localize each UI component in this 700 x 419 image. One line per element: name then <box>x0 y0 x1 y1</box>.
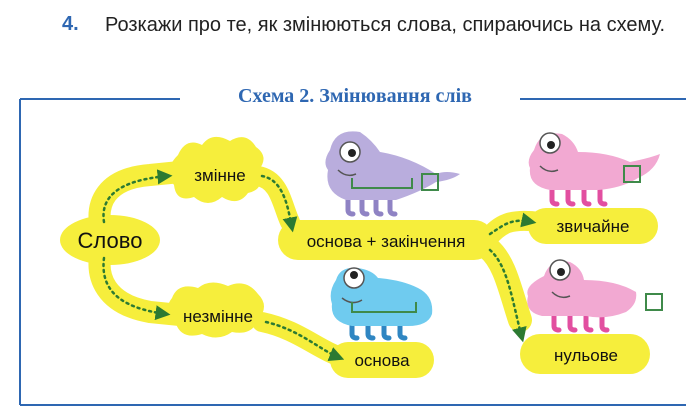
node-stem: основа <box>354 351 410 370</box>
zero-ending-square <box>645 293 663 311</box>
highlight-road <box>88 161 550 368</box>
pink-creature-top <box>528 132 660 204</box>
arrow-word-to-unchangeable <box>102 256 171 321</box>
task-header: 4. Розкажи про те, як змінюються слова, … <box>0 0 700 90</box>
node-word: Слово <box>78 228 143 253</box>
ending-square <box>421 173 439 191</box>
node-unchangeable: незмінне <box>183 307 253 326</box>
scheme-title: Схема 2. Змінювання слів <box>238 85 472 107</box>
stem-bracket <box>351 178 413 189</box>
arrow-to-zero <box>488 248 527 343</box>
node-zero: нульове <box>554 346 618 365</box>
ordinary-ending-square <box>623 165 641 183</box>
task-number: 4. <box>62 13 79 35</box>
arrow-word-to-changeable <box>102 169 173 224</box>
highlight-blobs <box>60 136 658 378</box>
lavender-creature <box>325 131 460 214</box>
flow-arrows <box>102 169 537 362</box>
node-changeable: змінне <box>194 166 246 185</box>
pink-creature-bottom <box>527 259 663 330</box>
blue-creature <box>330 267 433 338</box>
node-stem-ending: основа + закінчення <box>307 232 466 251</box>
arrow-changeable-to-stem-ending <box>260 174 298 233</box>
arrow-to-ordinary <box>488 212 537 236</box>
task-text: Розкажи про те, як змінюються слова, спи… <box>105 14 666 36</box>
node-ordinary: звичайне <box>557 217 630 236</box>
stem-bracket-blue <box>351 302 417 313</box>
